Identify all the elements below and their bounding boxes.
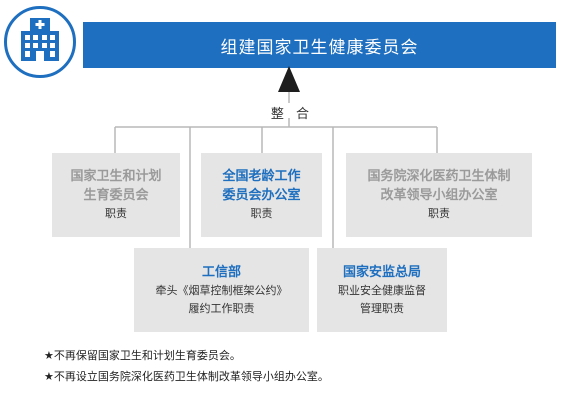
- box-safety-subtitle-line2: 管理职责: [360, 301, 404, 315]
- box-aging: 全国老龄工作 委员会办公室 职责: [201, 153, 322, 237]
- footnote-2: ★不再设立国务院深化医药卫生体制改革领导小组办公室。: [44, 370, 329, 383]
- box-nhfpc: 国家卫生和计划 生育委员会 职责: [52, 153, 180, 237]
- box-reform-title-line2: 改革领导小组办公室: [380, 188, 498, 203]
- main-title: 组建国家卫生健康委员会: [220, 37, 419, 58]
- box-reform-subtitle: 职责: [428, 207, 450, 220]
- box-nhfpc-title-line2: 生育委员会: [83, 188, 149, 203]
- box-safety-subtitle-line1: 职业安全健康监督: [338, 283, 426, 297]
- box-aging-title-line1: 全国老龄工作: [222, 169, 301, 184]
- box-safety: 国家安监总局 职业安全健康监督 管理职责: [317, 248, 447, 332]
- hospital-icon-badge: [4, 6, 76, 78]
- merge-label: 整 合: [270, 107, 314, 122]
- footnote-1: ★不再保留国家卫生和计划生育委员会。: [44, 349, 241, 362]
- box-safety-title: 国家安监总局: [342, 264, 421, 280]
- box-miit-title: 工信部: [201, 264, 241, 280]
- box-nhfpc-title-line1: 国家卫生和计划: [70, 169, 162, 184]
- box-reform: 国务院深化医药卫生体制 改革领导小组办公室 职责: [346, 153, 532, 237]
- main-title-bar: 组建国家卫生健康委员会: [83, 22, 556, 68]
- box-miit-subtitle-line2: 履约工作职责: [188, 301, 255, 315]
- box-aging-subtitle: 职责: [250, 207, 273, 220]
- box-miit: 工信部 牵头《烟草控制框架公约》 履约工作职责: [134, 248, 309, 332]
- merge-arrow: [278, 66, 300, 92]
- box-aging-title-line2: 委员会办公室: [222, 188, 301, 203]
- hospital-building-icon: [21, 18, 59, 61]
- box-nhfpc-subtitle: 职责: [105, 207, 127, 220]
- box-miit-subtitle-line1: 牵头《烟草控制框架公约》: [155, 283, 288, 297]
- box-reform-title-line1: 国务院深化医药卫生体制: [367, 169, 511, 184]
